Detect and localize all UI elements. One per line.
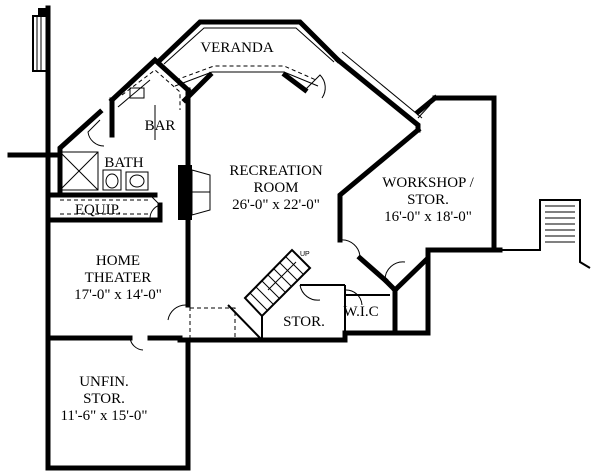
workshop-dims: 16'-0" x 18'-0" xyxy=(384,209,472,225)
recreation-dims: 26'-0" x 22'-0" xyxy=(232,197,320,213)
theater-dims: 17'-0" x 14'-0" xyxy=(74,287,162,303)
unfin-dims: 11'-6" x 15'-0" xyxy=(60,408,147,424)
interior-stair: UP xyxy=(189,248,312,341)
recreation-label: RECREATION xyxy=(229,163,323,179)
equip-label: EQUIP. xyxy=(75,202,121,218)
unfin-label-2: STOR. xyxy=(83,391,125,407)
exterior-stair xyxy=(500,199,591,269)
theater-label-2: THEATER xyxy=(85,270,152,286)
recreation-walls: RECREATION ROOM 26'-0" x 22'-0" xyxy=(185,51,431,308)
stair-up-label: UP xyxy=(300,251,310,258)
storage-rooms: STOR. W.I.C xyxy=(261,284,390,340)
bath-label: BATH xyxy=(104,155,143,171)
unfin-label: UNFIN. xyxy=(79,374,129,390)
wic-label: W.I.C xyxy=(343,304,378,320)
recreation-label-2: ROOM xyxy=(253,180,298,196)
stor-label: STOR. xyxy=(283,314,325,330)
unfinished-storage: UNFIN. STOR. 11'-6" x 15'-0" xyxy=(60,374,147,424)
workshop-label: WORKSHOP / xyxy=(382,175,474,191)
top-left-stair xyxy=(32,8,48,72)
workshop: WORKSHOP / STOR. 16'-0" x 18'-0" xyxy=(356,94,475,294)
theater-label: HOME xyxy=(96,253,140,269)
equip-room: EQUIP. xyxy=(45,194,163,223)
fireplace-icon xyxy=(178,165,211,220)
home-theater: HOME THEATER 17'-0" x 14'-0" xyxy=(45,253,187,351)
bar: BAR xyxy=(108,56,192,163)
workshop-label-2: STOR. xyxy=(407,192,449,208)
bath: BATH xyxy=(45,108,158,198)
bar-label: BAR xyxy=(145,118,176,134)
veranda-label: VERANDA xyxy=(200,40,273,56)
